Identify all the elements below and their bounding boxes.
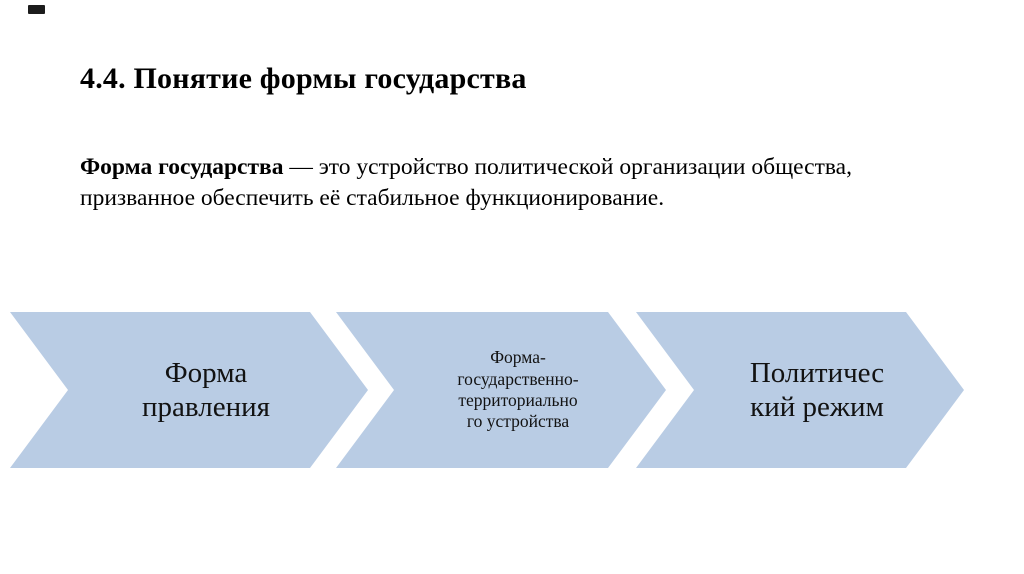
- chevron-forma-pravleniya: Форма правления: [10, 312, 368, 468]
- chevron-label-forma-gos-terr-ustroystva: Форма- государственно- территориально го…: [457, 347, 579, 432]
- chevron-label-politicheskiy-rezhim: Политичес кий режим: [749, 356, 885, 423]
- slide-title: 4.4. Понятие формы государства: [80, 62, 527, 95]
- chevron-diagram: Форма правления Форма- государственно- т…: [0, 312, 1024, 468]
- definition-paragraph: Форма государства — это устройство полит…: [80, 152, 952, 214]
- chevron-forma-gos-terr-ustroystva: Форма- государственно- территориально го…: [336, 312, 666, 468]
- chevron-politicheskiy-rezhim: Политичес кий режим: [636, 312, 964, 468]
- definition-term: Форма государства: [80, 154, 284, 180]
- definition-body: — это устройство политической организаци…: [80, 154, 852, 212]
- chevron-label-forma-pravleniya: Форма правления: [142, 356, 270, 423]
- top-left-mark: [28, 5, 45, 14]
